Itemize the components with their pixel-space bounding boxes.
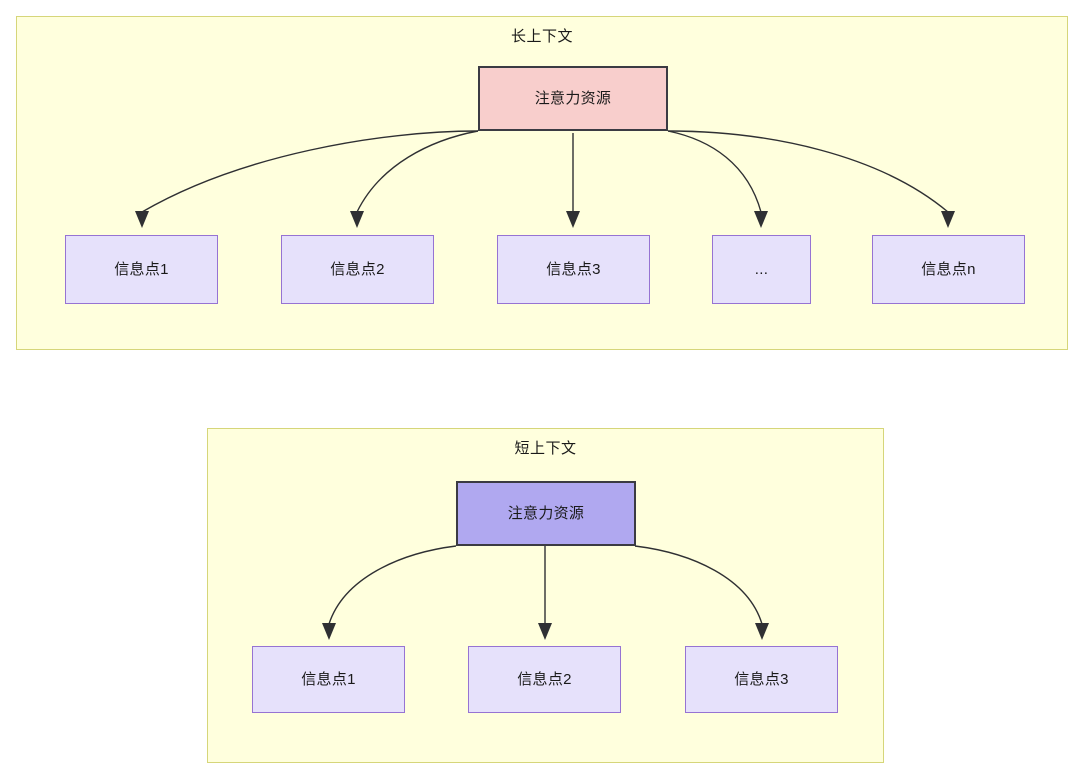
node-info-point-2-short-label: 信息点2 xyxy=(517,671,572,688)
node-info-point-1-long-label: 信息点1 xyxy=(114,261,169,278)
node-attention-resource-long-label: 注意力资源 xyxy=(534,90,612,107)
node-info-point-1-short[interactable]: 信息点1 xyxy=(252,646,405,713)
node-info-point-n-long[interactable]: 信息点n xyxy=(872,235,1025,304)
node-info-point-3-long-label: 信息点3 xyxy=(546,261,601,278)
node-info-point-3-long[interactable]: 信息点3 xyxy=(497,235,650,304)
node-attention-resource-short[interactable]: 注意力资源 xyxy=(456,481,636,546)
node-info-point-2-long[interactable]: 信息点2 xyxy=(281,235,434,304)
node-info-point-1-long[interactable]: 信息点1 xyxy=(65,235,218,304)
group-long-context-title: 长上下文 xyxy=(510,28,573,45)
node-info-point-n-long-label: 信息点n xyxy=(921,261,976,278)
node-info-point-2-short[interactable]: 信息点2 xyxy=(468,646,621,713)
node-attention-resource-short-label: 注意力资源 xyxy=(507,505,585,522)
node-info-point-2-long-label: 信息点2 xyxy=(330,261,385,278)
node-info-point-ellipsis-long-label: ... xyxy=(754,261,769,278)
group-short-context-title: 短上下文 xyxy=(514,440,577,457)
node-info-point-3-short[interactable]: 信息点3 xyxy=(685,646,838,713)
node-info-point-1-short-label: 信息点1 xyxy=(301,671,356,688)
node-attention-resource-long[interactable]: 注意力资源 xyxy=(478,66,668,131)
node-info-point-ellipsis-long[interactable]: ... xyxy=(712,235,811,304)
node-info-point-3-short-label: 信息点3 xyxy=(734,671,789,688)
